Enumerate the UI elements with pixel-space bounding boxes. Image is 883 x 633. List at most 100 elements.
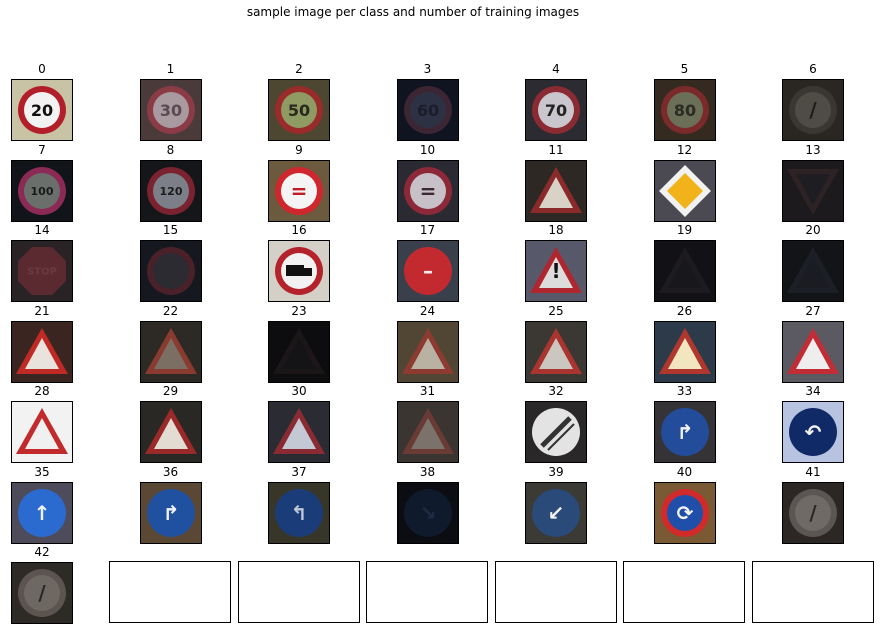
sample-image: 20 [11, 79, 73, 141]
sign-face [152, 92, 189, 128]
sample-image: STOP [11, 240, 73, 302]
class-label: 15 [162, 223, 179, 237]
class-label: 10 [419, 142, 436, 157]
sign-glyph: 70 [545, 101, 567, 120]
sign-glyph: 20 [31, 101, 53, 120]
sample-image: ↘ [396, 481, 459, 544]
sign-glyph: ! [551, 259, 560, 283]
class-label: 32 [548, 384, 564, 398]
sign-face [795, 414, 831, 450]
class-label: 21 [34, 303, 50, 318]
class-label: 11 [548, 142, 564, 157]
sample-cell: 26 [653, 304, 716, 383]
class-label: 22 [162, 303, 179, 318]
sign-face [539, 257, 573, 288]
sample-image: / [11, 562, 73, 624]
class-label: 0 [38, 62, 46, 76]
sign-glyph: / [809, 501, 817, 525]
sign-face [409, 494, 446, 531]
class-label: 20 [805, 223, 821, 237]
sample-cell: 22 [139, 304, 202, 383]
sample-image [268, 401, 330, 463]
sample-image [782, 159, 844, 222]
sign-face [24, 494, 60, 531]
class-label: 41 [805, 464, 821, 479]
class-label: 13 [805, 142, 821, 157]
sign-face [18, 247, 66, 295]
sign-glyph [286, 265, 304, 276]
sample-image: ⟳ [653, 481, 716, 544]
sign-glyph: 100 [31, 184, 54, 197]
sign-glyph: = [419, 179, 436, 203]
sample-cell: 19 [653, 223, 716, 302]
class-label: 24 [419, 303, 436, 318]
sign-face [152, 172, 189, 209]
class-label: 42 [34, 545, 50, 559]
sign-face [24, 92, 60, 128]
class-label: 12 [676, 142, 693, 157]
class-label: 8 [166, 142, 175, 157]
sign-glyph: 30 [159, 101, 181, 120]
sample-cell: 29 [139, 384, 202, 463]
sign-glyph [304, 268, 312, 276]
sample-cell: 30 [268, 384, 330, 463]
sample-image: = [396, 159, 459, 222]
sign-face [795, 92, 831, 128]
sample-cell: 35↑ [11, 465, 73, 544]
sample-cell: 20 [782, 223, 844, 302]
sample-image [782, 320, 844, 383]
sample-image [139, 240, 202, 302]
sign-face [795, 494, 831, 531]
empty-axes [109, 561, 231, 623]
empty-axes [494, 561, 617, 623]
sign-face [666, 172, 703, 209]
sample-image: / [782, 481, 844, 544]
sample-cell: 23 [268, 304, 330, 383]
sign-face [539, 176, 573, 208]
class-label: 9 [295, 142, 303, 157]
class-label: 31 [419, 384, 436, 398]
sign-face [667, 257, 702, 288]
sign-glyph: 120 [159, 184, 182, 197]
sample-image: 80 [653, 79, 716, 141]
class-label: 5 [680, 62, 689, 76]
sample-cell: 0 20 [11, 62, 73, 141]
class-label: 6 [809, 62, 817, 76]
sample-image: ↱ [653, 401, 716, 463]
sample-image: 120 [139, 159, 202, 222]
sign-face [282, 418, 316, 449]
class-label: 17 [419, 223, 436, 237]
sample-cell: 42 / [11, 545, 73, 624]
sample-image: = [268, 159, 330, 222]
sign-glyph: ↙ [548, 501, 565, 525]
sign-face [796, 173, 830, 205]
sample-image: ! [525, 240, 587, 302]
sign-face [24, 575, 60, 611]
class-label: 18 [548, 223, 564, 237]
sample-cell: 37↰ [268, 465, 330, 544]
sign-face [409, 92, 446, 128]
class-label: 29 [162, 384, 179, 398]
sign-glyph: 60 [416, 101, 438, 120]
sign-face [410, 418, 445, 449]
sample-cell: 25 [525, 304, 587, 383]
sample-image [11, 320, 73, 383]
sample-cell: 9= [268, 143, 330, 222]
sample-image: ↙ [525, 481, 587, 544]
class-label: 33 [676, 384, 693, 398]
sign-glyph: / [809, 98, 817, 122]
sample-image [396, 320, 459, 383]
sample-image [782, 240, 844, 302]
sample-image [268, 320, 330, 383]
sample-cell: 8 120 [139, 143, 202, 222]
sign-glyph: – [423, 259, 433, 283]
sign-glyph: ↘ [419, 501, 436, 525]
sample-cell: 39↙ [525, 465, 587, 544]
class-label: 27 [805, 303, 821, 318]
sign-glyph: ↱ [676, 420, 693, 444]
sample-image [268, 240, 330, 302]
sample-cell: 10 = [396, 143, 459, 222]
